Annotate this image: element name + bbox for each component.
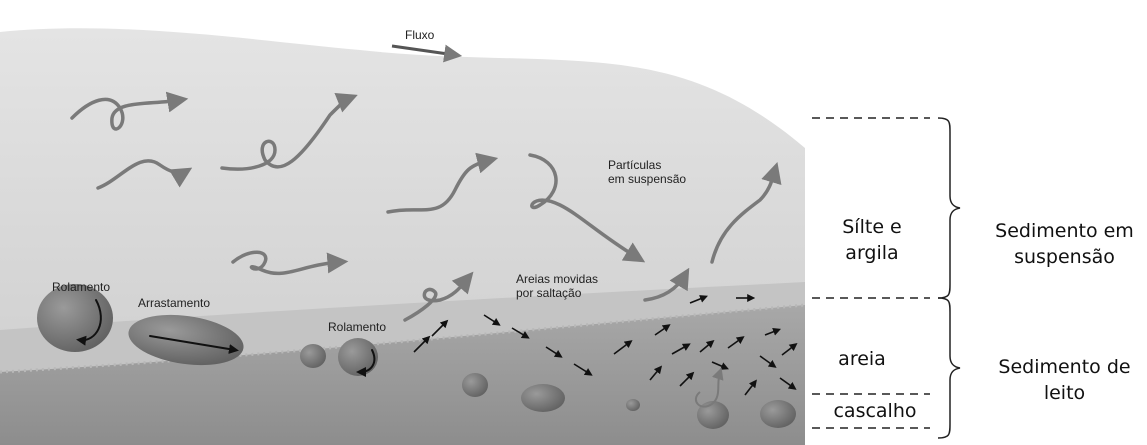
saltation-sand-label: Areias movidas por saltação <box>516 272 598 300</box>
flow-arrow <box>392 46 455 55</box>
pebble <box>760 400 796 428</box>
suspended-sediment-line-1: Sedimento em <box>982 218 1147 244</box>
gravel-label: cascalho <box>820 398 930 424</box>
dragging-label: Arrastamento <box>138 296 210 310</box>
pebble <box>521 384 565 412</box>
bed-sediment-line-1: Sedimento de <box>982 354 1147 380</box>
suspended-particles-line-1: Partículas <box>608 158 686 172</box>
saltation-sand-line-1: Areias movidas <box>516 272 598 286</box>
pebble <box>462 373 488 397</box>
brace-suspended <box>938 118 960 298</box>
bed-sediment-label: Sedimento de leito <box>982 354 1147 406</box>
suspended-particles-line-2: em suspensão <box>608 172 686 186</box>
rolling-label-2: Rolamento <box>328 320 386 334</box>
rolling-label-1: Rolamento <box>52 280 110 294</box>
suspended-particles-label: Partículas em suspensão <box>608 158 686 186</box>
silt-clay-label: Sílte e argila <box>832 214 912 266</box>
bed-sediment-line-2: leito <box>982 380 1147 406</box>
saltation-sand-line-2: por saltação <box>516 286 598 300</box>
sand-label: areia <box>832 346 892 372</box>
pebble <box>697 401 729 429</box>
flow-label: Fluxo <box>405 28 434 42</box>
suspended-sediment-label: Sedimento em suspensão <box>982 218 1147 270</box>
silt-clay-line-1: Sílte e <box>832 214 912 240</box>
pebble <box>626 399 640 411</box>
suspended-sediment-line-2: suspensão <box>982 244 1147 270</box>
pebble <box>300 344 326 368</box>
silt-clay-line-2: argila <box>832 240 912 266</box>
pebble <box>338 338 378 376</box>
brace-bed <box>938 298 960 438</box>
